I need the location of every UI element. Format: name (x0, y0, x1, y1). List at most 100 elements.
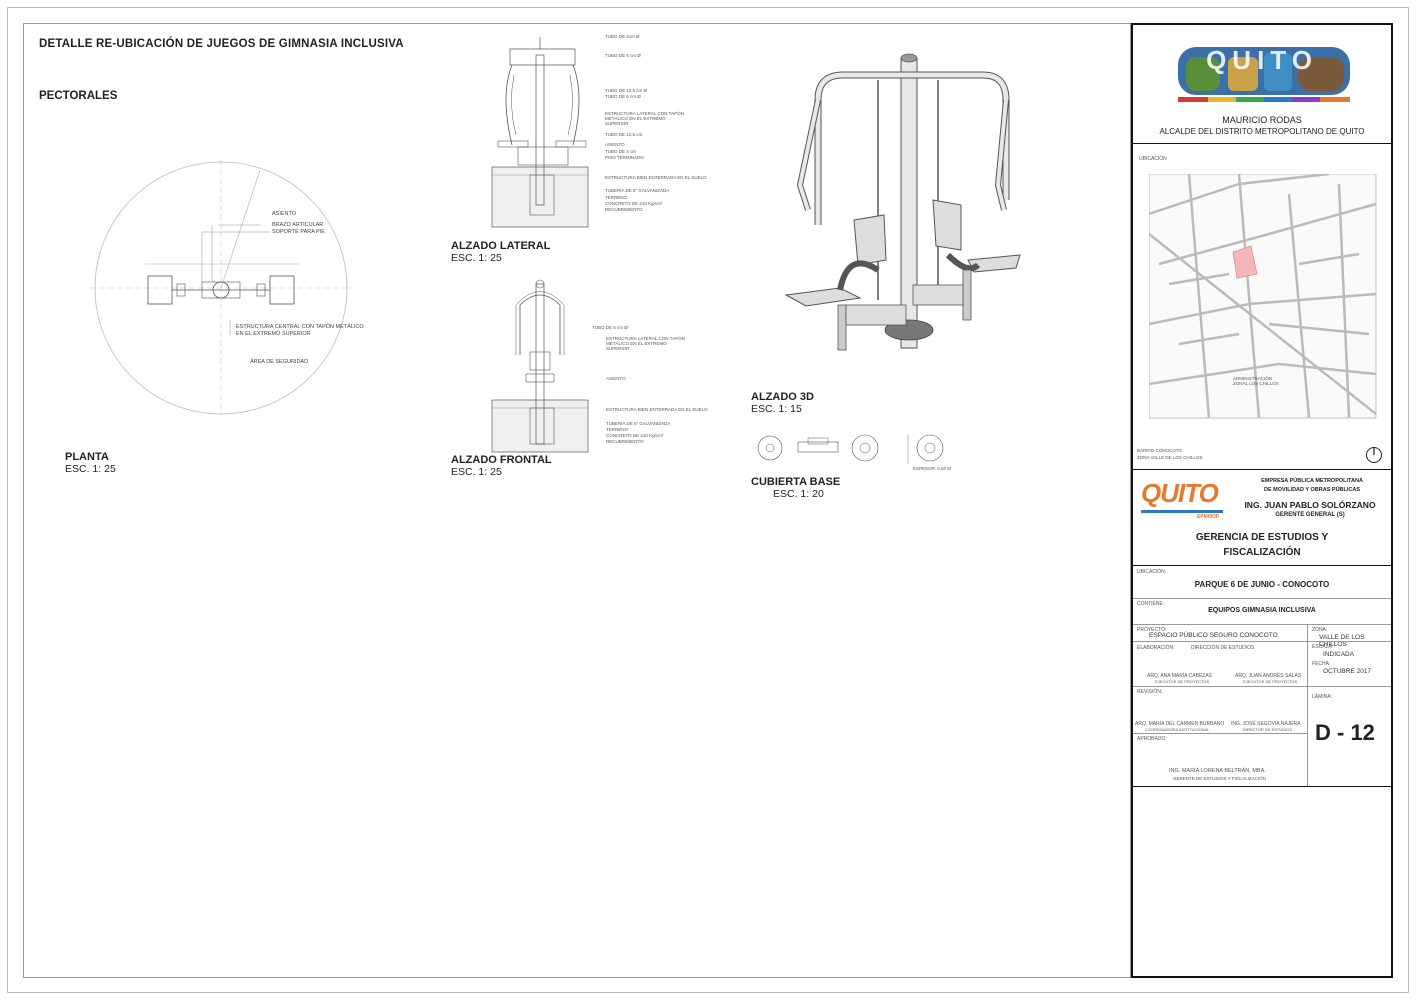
sheet-outer-frame (7, 7, 1409, 993)
alzado-3d-label: ALZADO 3D (751, 391, 814, 403)
elab-person-2: ARQ. JUAN ANDRÉS SALAS (1235, 673, 1302, 679)
planta-drawing (90, 160, 352, 416)
fecha-label: FECHA: (1312, 661, 1331, 667)
lateral-note-12: TERRENO (605, 195, 628, 200)
elaboracion-value: DIRECCIÓN DE ESTUDIOS (1191, 645, 1255, 651)
lateral-note-14: RECUBRIMIENTO (605, 207, 643, 212)
planta-note-4: ESTRUCTURA CENTRAL CON TAPÓN METÁLICO (236, 324, 364, 330)
zona-value: VALLE DE LOS CHILLOS (1319, 634, 1365, 648)
proyecto-label: PROYECTO: (1137, 627, 1167, 633)
location-section: UBICACIÓN ADMINISTRACIÓN ZONAL LOS CHILL… (1133, 144, 1391, 470)
contiene-label: CONTIENE: (1137, 601, 1165, 607)
barrio-label: BARRIO CONOCOTO (1137, 448, 1182, 453)
lateral-note-7: ASIENTO (605, 142, 625, 147)
lateral-note-10: ESTRUCTURA BIEN ENTERRADA EN EL SUELO (605, 175, 707, 180)
contiene-value: EQUIPOS GIMNASIA INCLUSIVA (1208, 607, 1316, 614)
cubierta-base-drawing (757, 434, 944, 464)
lateral-note-2: TUBO DE 6 cm Ø (605, 53, 641, 58)
planta-note-5: EN EL EXTREMO SUPERIOR (236, 331, 311, 337)
cubierta-note: ESPESOR: 0,60 M (913, 466, 952, 471)
alzado-frontal-drawing (491, 279, 589, 453)
manager-name: ING. JUAN PABLO SOLÓRZANO (1244, 500, 1376, 510)
company-name-2: DE MOVILIDAD Y OBRAS PÚBLICAS (1263, 487, 1361, 493)
location-label: UBICACIÓN (1139, 156, 1167, 162)
cubierta-label: CUBIERTA BASE (751, 476, 841, 488)
revision-label: REVISIÓN: (1137, 689, 1163, 695)
quito-city-logo (1178, 47, 1350, 102)
planta-note-2: BRAZO ARTICULAR (272, 222, 324, 228)
lateral-note-4: TUBO DE 6 cm Ø (605, 94, 641, 99)
frontal-label: ALZADO FRONTAL (451, 454, 552, 466)
zona-line-label: ZONA VALLE DE LOS CHILLOS (1137, 455, 1203, 460)
map-note: ADMINISTRACIÓN ZONAL LOS CHILLOS (1233, 376, 1279, 386)
rev-person-2: ING. JOSÉ SEGOVIA NÁJERA (1231, 721, 1301, 727)
lateral-note-5: ESTRUCTURA LATERAL CON TAPÓN METÁLICO EN… (605, 111, 684, 126)
epmmop-logo: QUITO (1141, 478, 1219, 508)
divider (1133, 598, 1391, 599)
project-details: UBICACIÓN: PARQUE 6 DE JUNIO - CONOCOTO … (1133, 566, 1391, 787)
zona-label: ZONA: (1312, 627, 1328, 633)
divider (1133, 733, 1307, 734)
lateral-note-9: PISO TERMINADO (605, 155, 644, 160)
approver-name: ING. MARÍA LORENA BELTRÁN, MBA. (1169, 768, 1266, 774)
epmmop-logo-bar (1141, 510, 1223, 513)
company-name-1: EMPRESA PÚBLICA METROPOLITANA (1261, 478, 1363, 484)
frontal-note-3: ASIENTO (606, 376, 626, 381)
divider (1133, 624, 1391, 625)
lateral-label: ALZADO LATERAL (451, 240, 551, 252)
lateral-note-13: CONCRETO DE 210 Kg/cm² (605, 201, 663, 206)
epmmop-logo-sub: EPMMOP (1197, 514, 1220, 520)
planta-note-3: SOPORTE PARA PIE (272, 229, 325, 235)
alzado-3d-drawing (784, 53, 1021, 351)
title-block-header: QUITO MAURICIO RODAS ALCALDE DEL DISTRIT… (1133, 25, 1391, 144)
fecha-value: OCTUBRE 2017 (1323, 668, 1372, 675)
frontal-scale: ESC. 1: 25 (451, 466, 502, 478)
north-arrow-icon (1366, 447, 1382, 463)
mayor-title: ALCALDE DEL DISTRITO METROPOLITANO DE QU… (1159, 127, 1365, 136)
aprobado-label: APROBADO: (1137, 736, 1167, 742)
escala-label: ESCALA: (1312, 644, 1334, 650)
proyecto-value: ESPACIO PÚBLICO SEGURO CONOCOTO (1149, 632, 1278, 639)
alzado-lateral-drawing (491, 37, 589, 228)
cubierta-scale: ESC. 1: 20 (773, 488, 824, 500)
drawing-frame (23, 23, 1131, 978)
company-section: QUITO EPMMOP EMPRESA PÚBLICA METROPOLITA… (1133, 470, 1391, 566)
planta-note-6: ÁREA DE SEGURIDAD (250, 359, 309, 365)
lateral-scale: ESC. 1: 25 (451, 252, 502, 264)
elaboracion-label: ELABORACIÓN: (1137, 645, 1175, 651)
sheet-subtitle: PECTORALES (39, 90, 118, 102)
escala-value: INDICADA (1323, 651, 1355, 658)
sheet-title: DETALLE RE-UBICACIÓN DE JUEGOS DE GIMNAS… (39, 38, 404, 50)
rev-role-1: COORDINADORA INSTITUCIONAL (1145, 727, 1210, 732)
divider (1133, 686, 1391, 687)
elab-person-1: ARQ. ANA MARÍA CABEZAS (1147, 673, 1213, 679)
department-1: GERENCIA DE ESTUDIOS Y (1195, 532, 1329, 543)
department-2: FISCALIZACIÓN (1223, 547, 1301, 558)
lateral-note-11: TUBERÍA DE 6" GALVANIZADA (605, 188, 670, 193)
lateral-note-8: TUBO DE 4 cm (605, 149, 637, 154)
lamina-label: LÁMINA: (1312, 694, 1333, 700)
rev-person-1: ARQ. MARÍA DEL CARMEN BURBANO (1135, 721, 1225, 727)
planta-scale: ESC. 1: 25 (65, 463, 116, 475)
mayor-name: MAURICIO RODAS (1222, 115, 1302, 125)
frontal-note-1: TUBO DE 6 cm Ø (592, 325, 628, 330)
lamina-value: D - 12 (1315, 720, 1375, 745)
frontal-note-8: RECUBRIMIENTO (606, 439, 644, 444)
frontal-note-4: ESTRUCTURA BIEN ENTERRADA EN EL SUELO (606, 407, 708, 412)
frontal-note-5: TUBERÍA DE 6" GALVANIZADA (606, 421, 671, 426)
lateral-note-3: TUBO DE 12,5 cm Ø (605, 88, 648, 93)
title-block: QUITO MAURICIO RODAS ALCALDE DEL DISTRIT… (1131, 23, 1393, 978)
divider (1133, 786, 1391, 787)
lateral-note-1: TUBO DE 4cm Ø (605, 34, 640, 39)
rev-role-2: DIRECTOR DE ESTUDIOS (1243, 727, 1293, 732)
divider (1133, 641, 1391, 642)
planta-note-1: ASIENTO (272, 211, 297, 217)
ubicacion-label: UBICACIÓN: (1137, 569, 1167, 575)
elab-role-1: EJECUTOR DE PROYECTOS (1155, 679, 1210, 684)
location-map (1149, 174, 1377, 419)
alzado-3d-scale: ESC. 1: 15 (751, 403, 802, 415)
ubicacion-value: PARQUE 6 DE JUNIO - CONOCOTO (1194, 580, 1330, 589)
frontal-note-6: TERRENO (606, 427, 629, 432)
planta-label: PLANTA (65, 451, 109, 463)
elab-role-2: EJECUTOR DE PROYECTOS (1243, 679, 1298, 684)
